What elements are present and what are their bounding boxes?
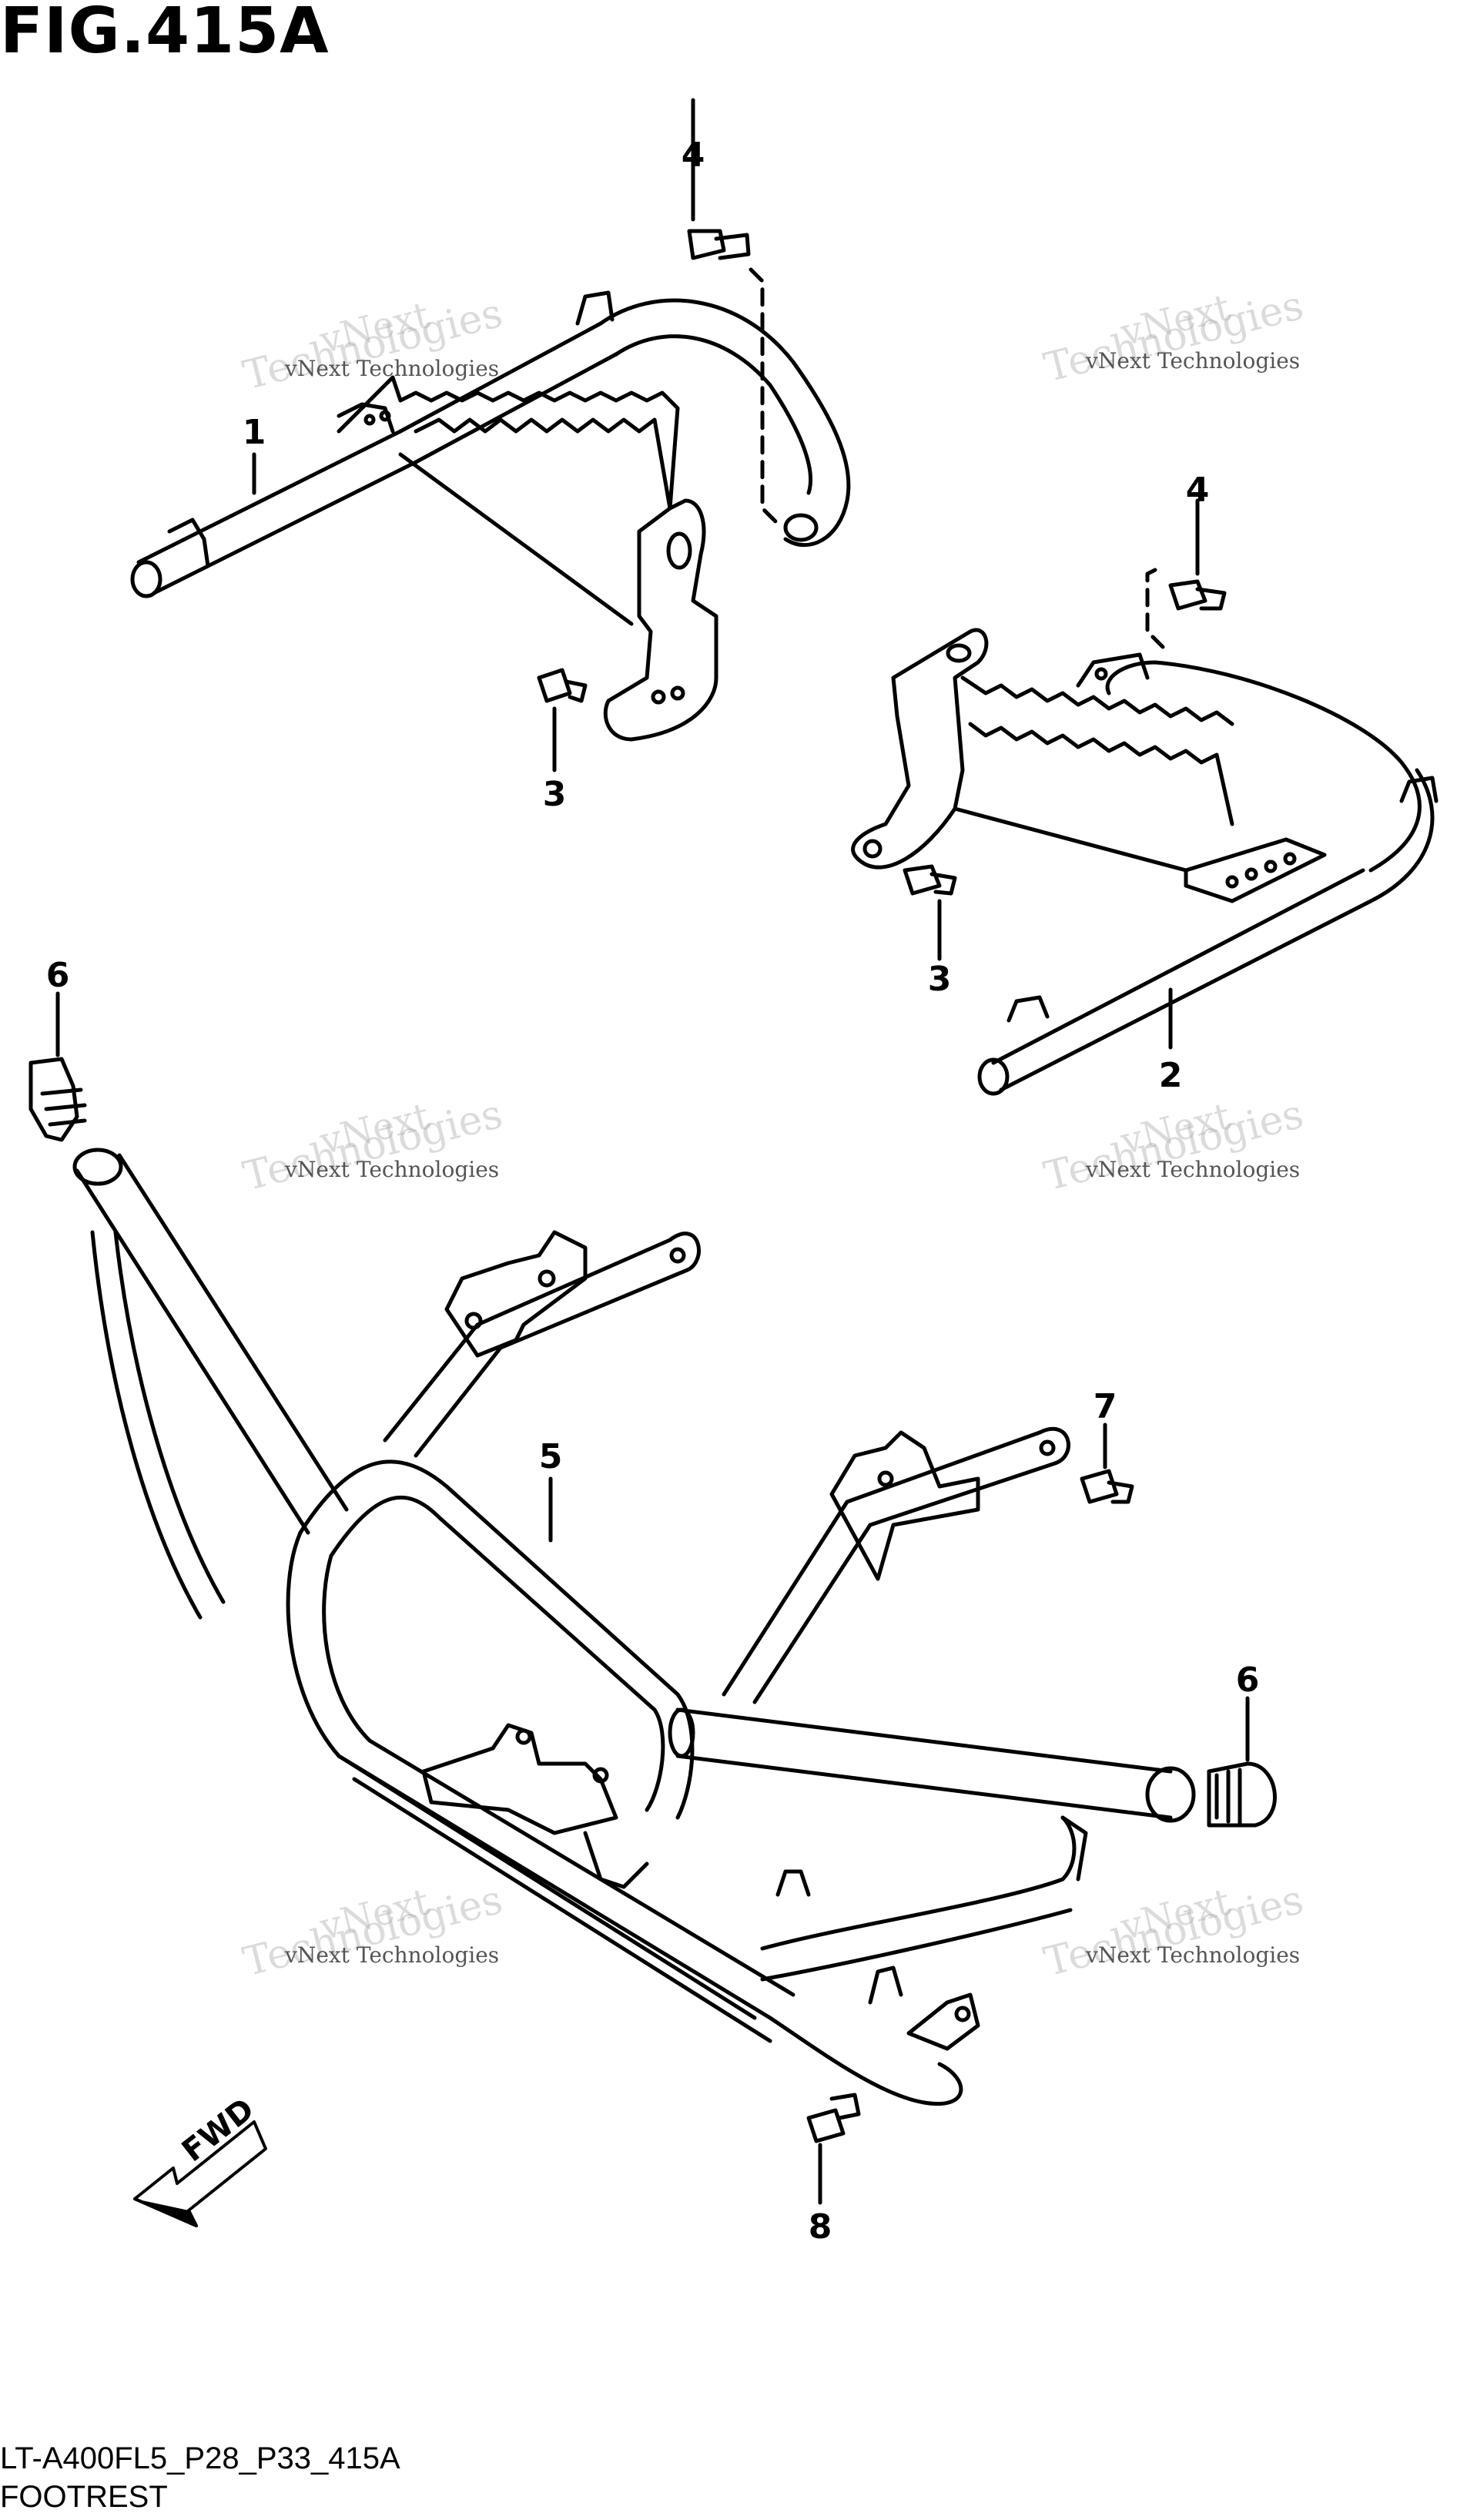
bolt-7: [1080, 1423, 1134, 1504]
callout-4-right: 4: [1185, 471, 1210, 510]
callout-8: 8: [808, 2207, 832, 2247]
watermark: vNext Technologies vNext Technologies: [239, 1091, 507, 1201]
bolt-3-right: [903, 864, 957, 961]
bolt-3-left: [537, 668, 588, 772]
watermark: vNext Technologies vNext Technologies: [1040, 1091, 1308, 1201]
fwd-arrow: [133, 2120, 267, 2227]
cap-6-right: [1207, 1696, 1277, 1828]
figure-title: FIG.415A: [0, 0, 330, 68]
callout-3-left: 3: [542, 775, 567, 814]
bolt-4-right: [1145, 498, 1227, 649]
part-1-footrest-left: [130, 290, 851, 742]
watermark: vNext Technologies vNext Technologies: [239, 290, 507, 400]
watermark: vNext Technologies vNext Technologies: [1040, 1876, 1308, 1986]
callout-1: 1: [242, 413, 266, 452]
callout-6-right: 6: [1235, 1660, 1260, 1700]
callout-7: 7: [1093, 1387, 1117, 1426]
bolt-8: [806, 2093, 861, 2205]
watermark: vNext Technologies vNext Technologies: [239, 1876, 507, 1986]
callout-2: 2: [1158, 1056, 1183, 1095]
callout-5: 5: [538, 1437, 563, 1476]
callout-3-right: 3: [927, 960, 952, 999]
cap-6-left: [28, 991, 87, 1142]
bolt-4-top: [687, 98, 780, 526]
part-5-guard-frame: [72, 1148, 1196, 2106]
part-2-footrest-right: [851, 628, 1439, 1096]
section-name: FOOTREST: [0, 2480, 168, 2514]
watermark: vNext Technologies vNext Technologies: [1040, 282, 1308, 392]
callout-4-top: 4: [681, 136, 705, 175]
model-code: LT-A400FL5_P28_P33_415A: [0, 2441, 400, 2475]
callout-6-left: 6: [45, 956, 70, 995]
